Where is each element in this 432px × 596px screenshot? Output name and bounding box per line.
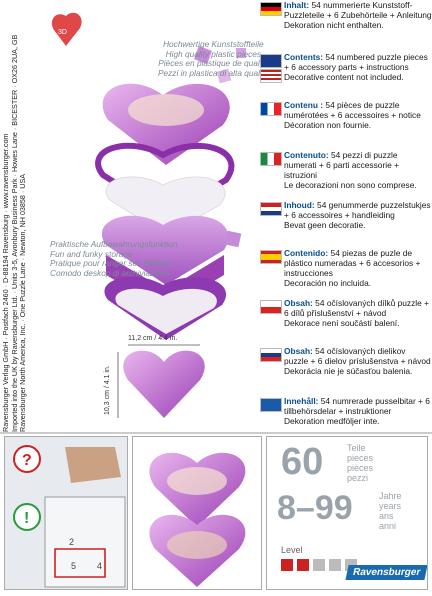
- lang-text: 54 očíslovaných dílků puzzle + 6 dílů př…: [284, 298, 430, 319]
- brand-logo: Ravensburger: [345, 565, 427, 580]
- claim-de: Hochwertige Kunststoffteile: [163, 39, 264, 49]
- svg-text:4: 4: [97, 561, 102, 571]
- lang-note: Dekorácia nie je súčasťou balenia.: [284, 366, 413, 377]
- flag-nl-icon: [260, 202, 282, 216]
- lang-label: Obsah:: [284, 346, 313, 356]
- finished-box-panel: [132, 436, 262, 590]
- svg-text:5: 5: [71, 561, 76, 571]
- flag-it-icon: [260, 152, 282, 166]
- lang-text: 54 piezas de puzle de plástico numeradas…: [284, 248, 421, 279]
- lang-label: Contenido:: [284, 248, 329, 258]
- lang-text: 54 pièces de puzzle numérotées + 6 acces…: [284, 100, 421, 121]
- lang-note: Décoration non fournie.: [284, 120, 372, 131]
- svg-text:?: ?: [22, 452, 32, 469]
- age-fr: ans: [379, 511, 394, 521]
- claim-en: High quality plastic pieces: [165, 48, 262, 59]
- pieces-en: pieces: [347, 453, 374, 463]
- lang-note: Bevat geen decoratie.: [284, 220, 366, 231]
- age-number: 8–99: [277, 489, 353, 527]
- lang-note: Decoración no incluida.: [284, 278, 372, 289]
- lang-text: 54 numrerade pusselbitar + 6 tillbehörsd…: [284, 396, 430, 417]
- flag-cz-icon: [260, 300, 282, 314]
- lang-note: Decorative content not included.: [284, 72, 404, 83]
- flag-fr-icon: [260, 102, 282, 116]
- pieces-it: pezzi: [347, 473, 369, 483]
- lang-label: Contenu :: [284, 100, 324, 110]
- lang-label: Obsah:: [284, 298, 313, 308]
- plastic-claims: Hochwertige Kunststoffteile High quality…: [158, 39, 269, 78]
- heart-box-exploded-icon: 3D: [51, 12, 246, 418]
- publisher-address: Ravensburger Verlag GmbH · Postfach 2460…: [1, 0, 46, 432]
- lang-note: Dekoration nicht enthalten.: [284, 20, 384, 31]
- storage-claims: Praktische Aufbewahrungsfunktion Fun and…: [50, 239, 178, 278]
- lang-text: 54 genummerde puzzelstukjes + 6 accessoi…: [284, 200, 431, 221]
- level-label: Level: [281, 545, 303, 555]
- lang-note: Le decorazioni non sono comprese.: [284, 180, 417, 191]
- instruction-panel: ? ! 2 5 4: [4, 436, 128, 590]
- claim-it: Pezzi in plastica di alta qualità: [158, 67, 269, 78]
- lang-text: 54 nummerierte Kunststoff-Puzzleteile + …: [284, 0, 432, 21]
- lang-label: Inhoud:: [284, 200, 315, 210]
- pieces-fr: pièces: [347, 463, 374, 473]
- storage-fr: Pratique pour ranger ses affaires: [50, 258, 171, 269]
- flag-de-icon: [260, 2, 282, 16]
- pieces-words: Teile pieces pièces pezzi: [347, 443, 373, 483]
- storage-de: Praktische Aufbewahrungsfunktion: [50, 239, 178, 249]
- lang-note: Dekorace není součástí balení.: [284, 318, 400, 329]
- finished-heart-boxes-icon: [149, 452, 246, 587]
- product-illustration: 3D Hochwertige Kunststoffteile High qual…: [48, 0, 269, 432]
- svg-text:3D: 3D: [58, 29, 67, 36]
- age-words: Jahre years ans anni: [379, 491, 402, 531]
- pieces-de: Teile: [347, 443, 366, 453]
- lang-label: Contents:: [284, 52, 324, 62]
- instruction-illustration-icon: ? ! 2 5 4: [5, 437, 127, 589]
- height-dimension: 10,3 cm / 4.1 in.: [104, 365, 111, 415]
- flag-sk-icon: [260, 348, 282, 362]
- claim-fr: Pièces en plastique de qualité: [158, 58, 269, 69]
- svg-text:!: !: [24, 510, 29, 527]
- age-de: Jahre: [379, 491, 402, 501]
- address-line-3: Ravensburger North America, Inc. · One P…: [18, 173, 28, 432]
- svg-text:2: 2: [69, 537, 74, 547]
- flag-se-icon: [260, 398, 282, 412]
- lang-text: 54 numbered puzzle pieces + 6 accessory …: [284, 52, 428, 73]
- storage-it: Comodo deskop di archiviazione: [50, 267, 170, 278]
- storage-en: Fun and funky storage: [50, 248, 133, 259]
- age-en: years: [379, 501, 402, 511]
- flag-uk-icon: [260, 54, 282, 68]
- flag-es-icon: [260, 250, 282, 264]
- lang-label: Inhalt:: [284, 0, 310, 10]
- age-it: anni: [379, 521, 397, 531]
- lang-label: Innehåll:: [284, 396, 319, 406]
- width-dimension: 11,2 cm / 4.4 in.: [128, 335, 178, 342]
- lang-text: 54 očíslovaných dielikov puzzle + 6 diel…: [284, 346, 431, 367]
- flag-us-icon: [260, 69, 282, 83]
- stats-panel: 60 Teile pieces pièces pezzi 8–99 Jahre …: [266, 436, 428, 590]
- pieces-number: 60: [281, 441, 324, 483]
- lang-label: Contenuto:: [284, 150, 329, 160]
- lang-note: Dekoration medföljer inte.: [284, 416, 380, 427]
- lang-text: 54 pezzi di puzzle numerati + 6 parti ac…: [284, 150, 399, 181]
